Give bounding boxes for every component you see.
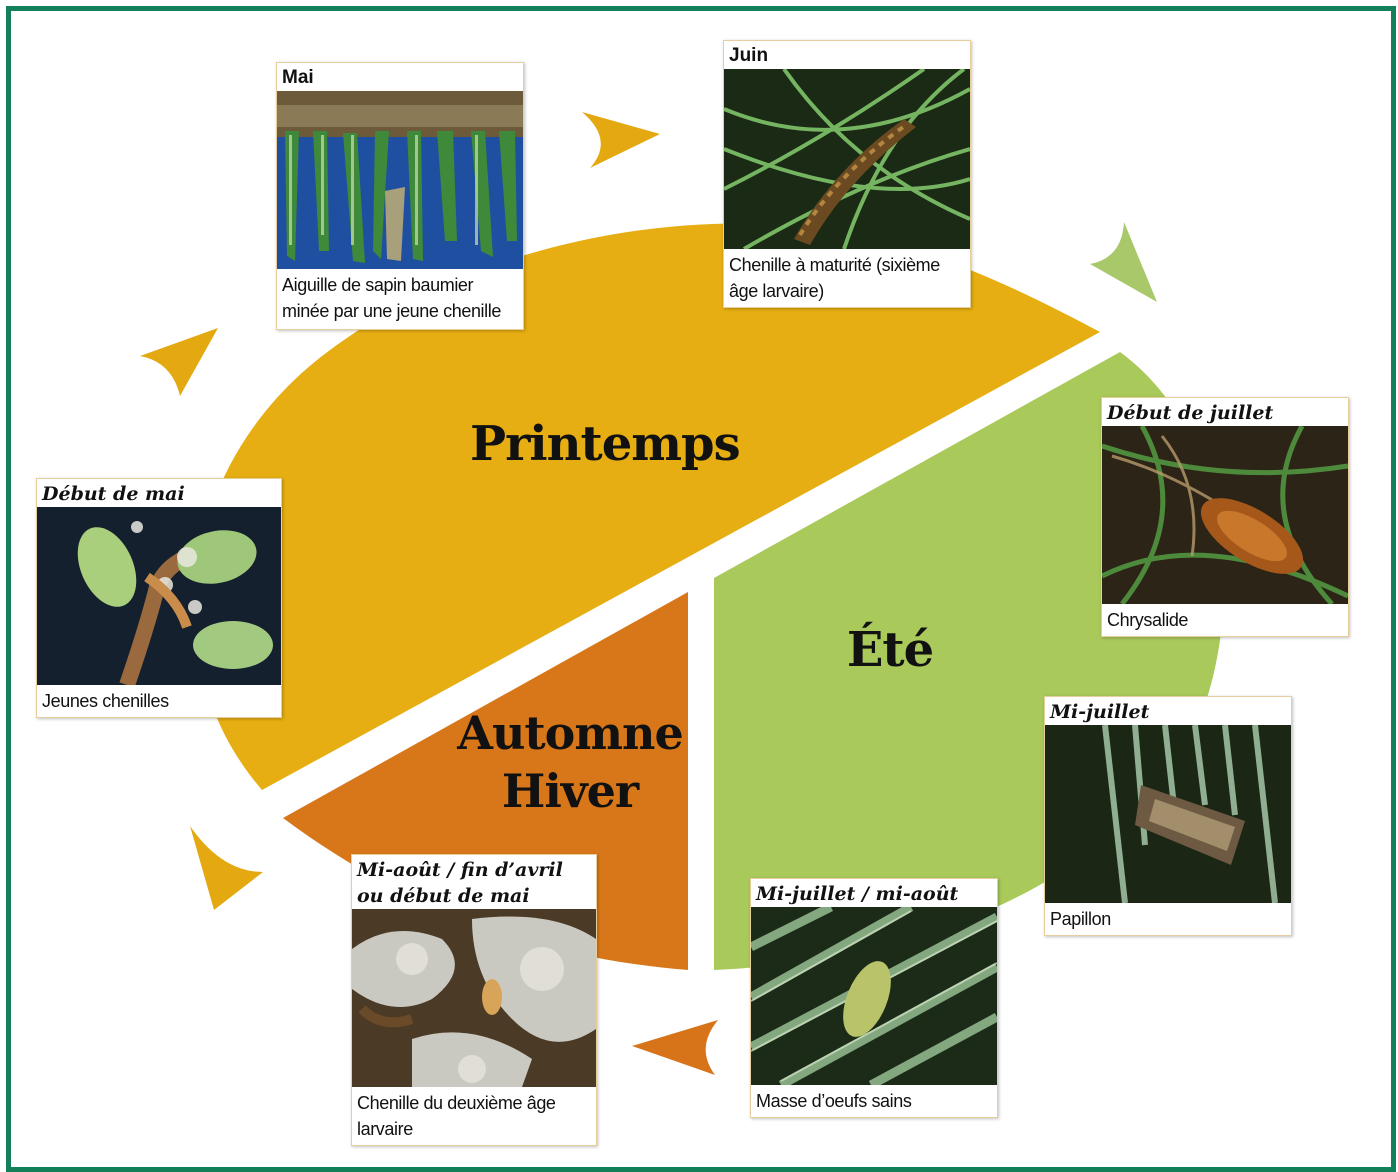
card-title-line-1: Mi-août / fin d’avril: [357, 859, 563, 881]
arrow-juin-to-juillet-icon: [1090, 222, 1157, 302]
photo-moth: [1045, 725, 1291, 903]
caption-line-1: Aiguille de sapin baumier: [282, 275, 474, 295]
caption-line-1: Chenille à maturité (sixième: [729, 255, 940, 275]
season-label-winter: Hiver: [501, 764, 639, 818]
card-debut-juillet: Début de juillet Chrysalide: [1101, 397, 1349, 637]
card-caption: Chenille du deuxième âge larvaire: [352, 1087, 596, 1145]
caption-line-2: âge larvaire): [729, 281, 824, 301]
card-caption: Jeunes chenilles: [37, 685, 281, 717]
caption-line-1: Masse d’oeufs sains: [756, 1091, 912, 1111]
caption-line-1: Papillon: [1050, 909, 1111, 929]
photo-balsam-fir-needle: [277, 91, 523, 269]
card-title: Début de mai: [42, 483, 185, 505]
season-label-summer: Été: [846, 622, 934, 678]
card-title: Juin: [729, 45, 769, 66]
card-title: Mi-juillet: [1050, 701, 1150, 723]
caption-line-1: Chrysalide: [1107, 610, 1189, 630]
card-debut-mai: Début de mai Jeunes chenilles: [36, 478, 282, 718]
caption-line-1: Chenille du deuxième âge: [357, 1093, 556, 1113]
photo-young-caterpillars: [37, 507, 281, 685]
photo-chrysalis: [1102, 426, 1348, 604]
card-caption: Chrysalide: [1102, 604, 1348, 636]
spring-segment: [194, 223, 1100, 790]
card-mi-juillet-mi-aout: Mi-juillet / mi-août Masse d’oeufs sains: [750, 878, 998, 1118]
card-title-line-2: ou début de mai: [357, 885, 530, 907]
card-caption: Aiguille de sapin baumier minée par une …: [277, 269, 523, 327]
card-mai: Mai Aiguille de sapin baumier minée par …: [276, 62, 524, 330]
arrow-august-to-april-icon: [632, 1020, 718, 1075]
photo-second-instar-larva: [352, 909, 596, 1087]
arrow-may-to-mai-icon: [140, 328, 218, 396]
card-title: Mi-août / fin d’avril ou début de mai: [352, 855, 596, 909]
season-label-spring: Printemps: [470, 416, 741, 472]
arrow-mai-to-juin-icon: [582, 112, 660, 168]
card-caption: Papillon: [1045, 903, 1291, 935]
caption-line-1: Jeunes chenilles: [42, 691, 169, 711]
card-juin: Juin Chenille à maturité (sixième âge la…: [723, 40, 971, 308]
caption-line-2: larvaire: [357, 1119, 413, 1139]
card-caption: Masse d’oeufs sains: [751, 1085, 997, 1117]
card-title: Mi-juillet / mi-août: [756, 883, 959, 905]
arrow-winter-to-may-icon: [190, 826, 263, 910]
card-title: Mai: [282, 67, 314, 88]
caption-line-2: minée par une jeune chenille: [282, 301, 501, 321]
card-title: Début de juillet: [1107, 402, 1274, 424]
photo-egg-mass: [751, 907, 997, 1085]
season-label-autumn: Automne: [457, 706, 683, 760]
card-mi-aout-avril: Mi-août / fin d’avril ou début de mai Ch…: [351, 854, 597, 1146]
card-mi-juillet: Mi-juillet Papillon: [1044, 696, 1292, 936]
card-caption: Chenille à maturité (sixième âge larvair…: [724, 249, 970, 307]
photo-mature-caterpillar: [724, 69, 970, 249]
